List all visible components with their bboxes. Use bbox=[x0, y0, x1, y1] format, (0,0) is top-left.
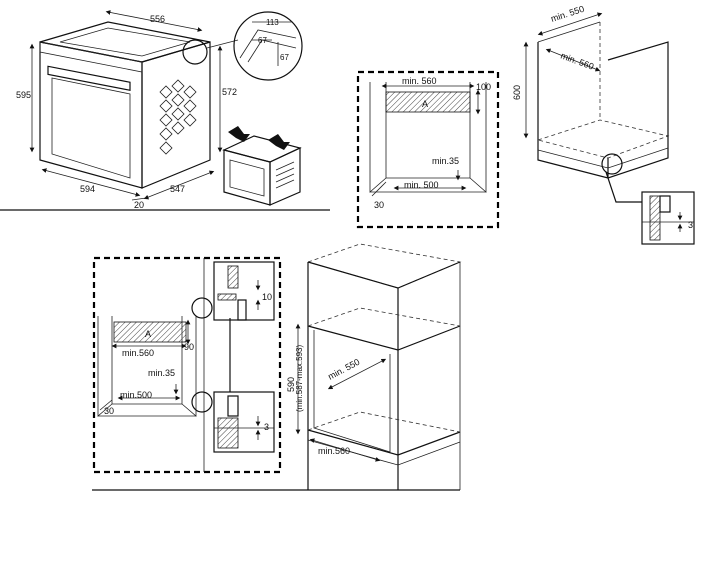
cutout-top-corner: 30 bbox=[374, 200, 384, 210]
cabinet-top-height: 600 bbox=[512, 85, 522, 100]
cutout-side-area: A bbox=[145, 329, 151, 339]
oven-front-width-label: 594 bbox=[80, 184, 95, 194]
cabinet-top-width: min. 560 bbox=[559, 50, 595, 71]
oven-height-label: 595 bbox=[16, 90, 31, 100]
detail-dim-c: 67 bbox=[280, 53, 289, 62]
cabinet-top-diagram bbox=[523, 12, 695, 245]
detail-dim-a: 113 bbox=[266, 18, 279, 27]
cutout-top-depth: 100 bbox=[476, 82, 491, 92]
cutout-side-depth: 90 bbox=[184, 342, 194, 352]
oven-side-depth-label: 547 bbox=[170, 184, 185, 194]
cutout-side-gap-top: 10 bbox=[262, 292, 272, 302]
cutout-top-bottom: min. 500 bbox=[404, 180, 439, 190]
oven-drawing bbox=[29, 10, 223, 201]
oven-depth-label: 572 bbox=[222, 87, 237, 97]
tall-cabinet-width: min.560 bbox=[318, 446, 350, 456]
detail-dim-b: 67 bbox=[258, 36, 267, 45]
cutout-top-area: A bbox=[422, 99, 428, 109]
tall-cabinet-height: 590 bbox=[286, 377, 296, 392]
tall-cabinet-depth: min. 550 bbox=[326, 357, 361, 382]
tall-cabinet-height-range: (min.587-max.593) bbox=[295, 345, 304, 412]
cutout-side-gap-bottom: 3 bbox=[264, 422, 269, 432]
cutout-top-vent: min.35 bbox=[432, 156, 459, 166]
oven-width-label: 556 bbox=[150, 14, 165, 24]
oven-door-offset-label: 20 bbox=[134, 200, 144, 210]
cutout-side-bottom: min.500 bbox=[120, 390, 152, 400]
cutout-side-width: min.560 bbox=[122, 348, 154, 358]
tall-cabinet-diagram bbox=[295, 243, 462, 490]
oven-insert-drawing bbox=[222, 126, 302, 206]
cutout-side-corner: 30 bbox=[104, 406, 114, 416]
cutout-side-vent: min.35 bbox=[148, 368, 175, 378]
cutout-side-diagram bbox=[92, 256, 282, 474]
corner-detail bbox=[182, 11, 303, 81]
cutout-top-diagram bbox=[356, 70, 500, 229]
cutout-top-width: min. 560 bbox=[402, 76, 437, 86]
cabinet-top-gap: 3 bbox=[688, 220, 693, 230]
